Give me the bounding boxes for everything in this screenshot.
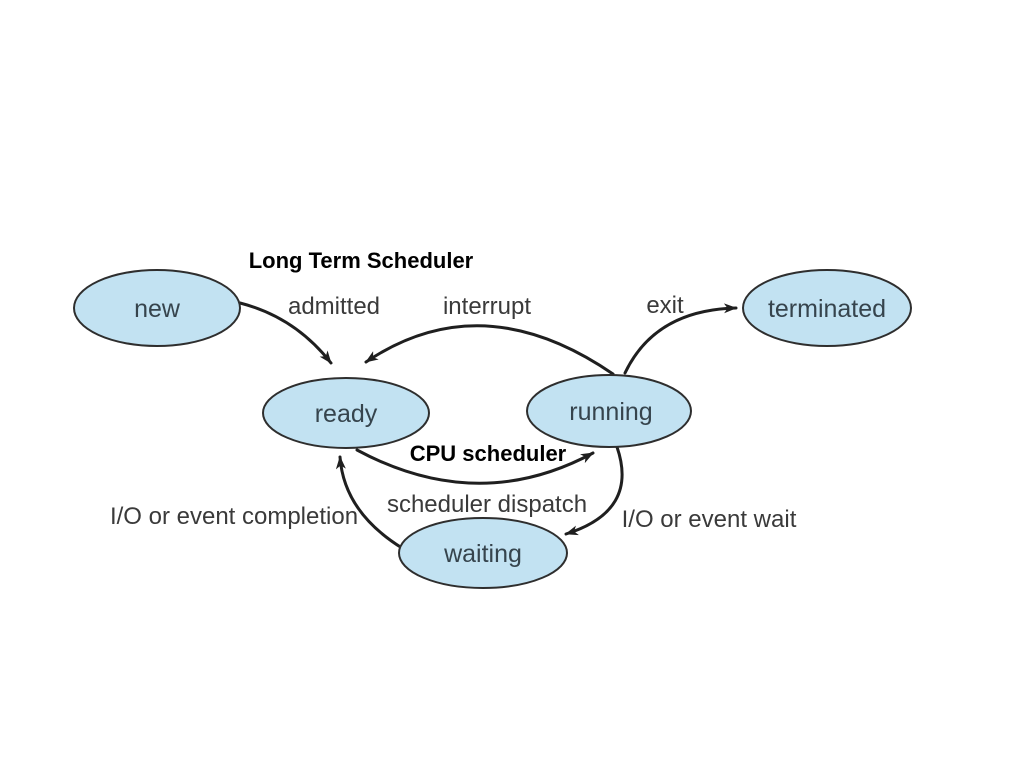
state-running: running xyxy=(526,374,692,448)
state-running-label: running xyxy=(569,398,652,426)
state-waiting-label: waiting xyxy=(443,540,522,568)
state-new-ellipse xyxy=(73,269,241,347)
arrow-exit xyxy=(623,303,738,375)
arrow-io-event-wait xyxy=(564,445,624,536)
transition-arrows xyxy=(238,301,738,550)
state-ready-ellipse xyxy=(262,377,430,449)
annotation-cpu-scheduler: CPU scheduler xyxy=(410,441,567,466)
label-exit: exit xyxy=(646,292,684,319)
arrow-io-event-completion xyxy=(335,455,404,550)
arrow-admitted xyxy=(238,301,333,365)
state-running-ellipse xyxy=(526,374,692,448)
label-io-event-completion: I/O or event completion xyxy=(110,503,358,530)
state-terminated-ellipse xyxy=(742,269,912,347)
label-scheduler-dispatch: scheduler dispatch xyxy=(387,491,587,518)
state-new-label: new xyxy=(134,295,181,323)
arrow-interrupt xyxy=(364,324,615,376)
label-io-event-wait: I/O or event wait xyxy=(622,506,797,533)
state-waiting-ellipse xyxy=(398,517,568,589)
transition-labels: admitted interrupt exit scheduler dispat… xyxy=(110,292,797,533)
state-waiting: waiting xyxy=(398,517,568,589)
arrow-scheduler-dispatch xyxy=(355,448,595,485)
state-new: new xyxy=(73,269,241,347)
label-admitted: admitted xyxy=(288,293,380,320)
state-ready: ready xyxy=(262,377,430,449)
state-nodes: new ready running waiting terminated xyxy=(73,269,912,589)
state-terminated-label: terminated xyxy=(768,295,886,323)
label-interrupt: interrupt xyxy=(443,293,531,320)
state-terminated: terminated xyxy=(742,269,912,347)
annotations: Long Term Scheduler CPU scheduler xyxy=(249,248,567,466)
annotation-long-term-scheduler: Long Term Scheduler xyxy=(249,248,474,273)
state-ready-label: ready xyxy=(315,400,378,428)
